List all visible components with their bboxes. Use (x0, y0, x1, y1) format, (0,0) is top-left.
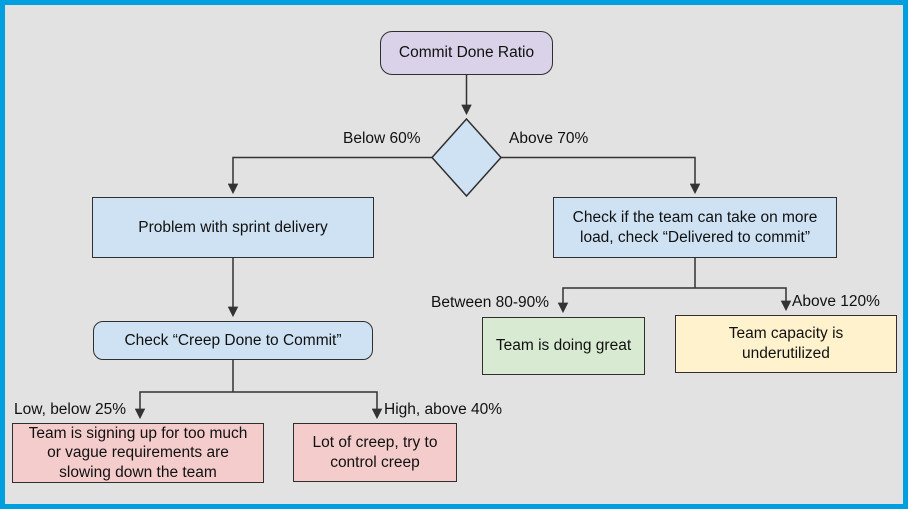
node-lot-of-creep: Lot of creep, try to control creep (293, 423, 457, 482)
node-team-doing-great: Team is doing great (482, 317, 645, 375)
edge-label-between-80-90: Between 80-90% (431, 294, 550, 311)
node-capacity-underutilized: Team capacity is underutilized (675, 315, 897, 373)
node-commit-done-ratio: Commit Done Ratio (380, 31, 553, 75)
edge-decision-to-check-load (501, 156, 701, 195)
node-problem-sprint-delivery: Problem with sprint delivery (92, 197, 374, 258)
edge-label-above-120: Above 120% (792, 293, 880, 310)
edge-label-above-70: Above 70% (509, 130, 589, 147)
edge-check-creep-to-too-much (134, 391, 233, 420)
edge-decision-to-problem (227, 156, 432, 195)
edge-check-creep-to-lot-of-creep (233, 391, 383, 420)
node-check-creep-done-to-commit: Check “Creep Done to Commit” (93, 321, 373, 360)
edge-label-below-60: Below 60% (343, 130, 421, 147)
node-signing-up-too-much: Team is signing up for too much or vague… (12, 423, 264, 483)
edge-label-high-above-40: High, above 40% (384, 401, 503, 418)
node-check-team-load: Check if the team can take on more load,… (553, 197, 837, 258)
edge-check-load-to-doing-great (557, 287, 695, 314)
edge-check-load-to-underutilized (695, 287, 792, 312)
decision-diamond (430, 117, 503, 198)
edge-label-low-below-25: Low, below 25% (14, 401, 127, 418)
